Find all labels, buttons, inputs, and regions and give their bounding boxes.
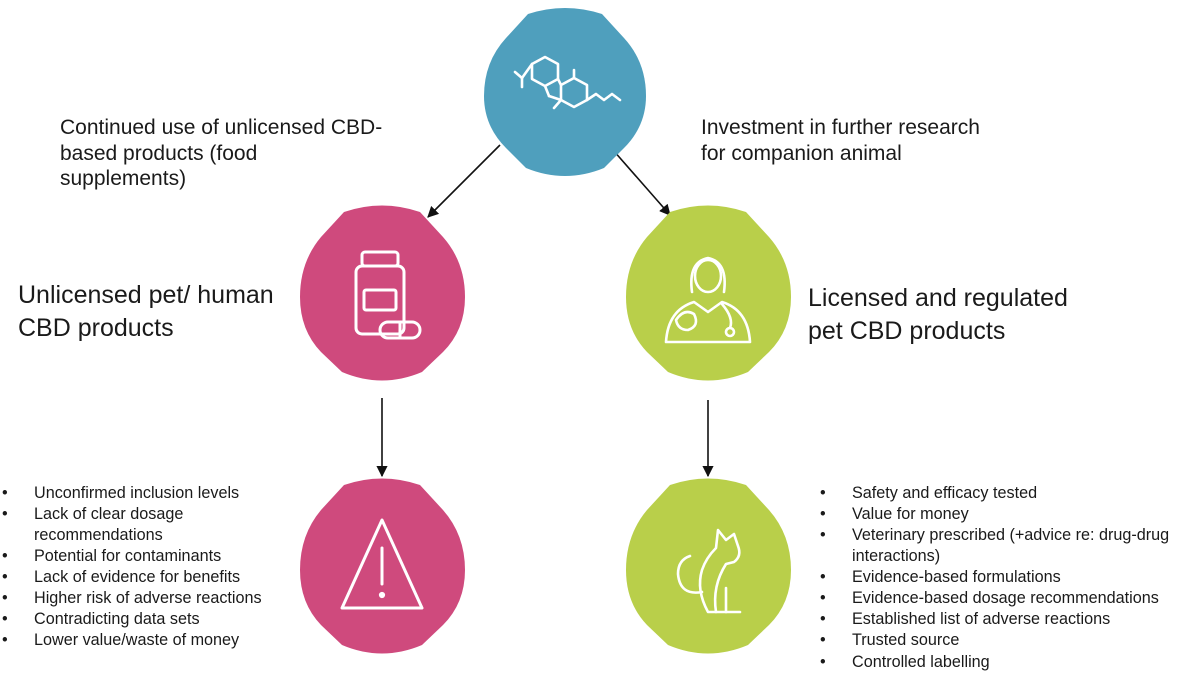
node-cbd-molecule: [484, 8, 646, 176]
hexagon-top: [484, 8, 646, 176]
list-item: Evidence-based dosage recommendations: [818, 588, 1200, 609]
list-item: Established list of adverse reactions: [818, 609, 1200, 630]
arrow-top-to-licensed: [612, 149, 671, 216]
hexagon-left-product: [300, 205, 465, 381]
connector-arrows: [376, 144, 714, 478]
node-unlicensed-outcome: [300, 478, 465, 654]
list-item: Trusted source: [818, 630, 1200, 651]
list-item: Value for money: [818, 504, 1200, 525]
arrow-top-to-unlicensed: [427, 144, 501, 218]
list-item: Safety and efficacy tested: [818, 483, 1200, 504]
list-item: Higher risk of adverse reactions: [0, 588, 300, 609]
list-item: Contradicting data sets: [0, 609, 300, 630]
node-unlicensed-products: [300, 205, 465, 381]
risks-list: Unconfirmed inclusion levels Lack of cle…: [0, 483, 300, 652]
list-item: Lower value/waste of money: [0, 630, 300, 651]
list-item: Lack of clear dosage recommendations: [0, 504, 234, 546]
list-item: Evidence-based formulations: [818, 567, 1200, 588]
cat-icon: [676, 528, 742, 614]
list-item: Unconfirmed inclusion levels: [0, 483, 300, 504]
label-licensed-products: Licensed and regulated pet CBD products: [808, 284, 1068, 345]
cbd-molecule-icon: [513, 55, 622, 110]
medicine-bottle-icon: [354, 250, 422, 340]
node-licensed-outcome: [626, 478, 791, 654]
list-item: Potential for contaminants: [0, 546, 300, 567]
edge-label-unlicensed-use: Continued use of unlicensed CBD- based p…: [60, 116, 383, 191]
warning-icon: [340, 518, 424, 610]
list-item: Lack of evidence for benefits: [0, 567, 300, 588]
hexagon-right-outcome: [626, 478, 791, 654]
node-licensed-products: [626, 205, 791, 381]
edge-label-research-investment: Investment in further research for compa…: [701, 116, 980, 165]
label-unlicensed-products: Unlicensed pet/ human CBD products: [18, 281, 274, 342]
benefits-list: Safety and efficacy tested Value for mon…: [818, 483, 1200, 673]
list-item: Controlled labelling: [818, 652, 1200, 673]
veterinarian-icon: [664, 256, 752, 344]
list-item: Veterinary prescribed (+advice re: drug-…: [818, 525, 1192, 567]
